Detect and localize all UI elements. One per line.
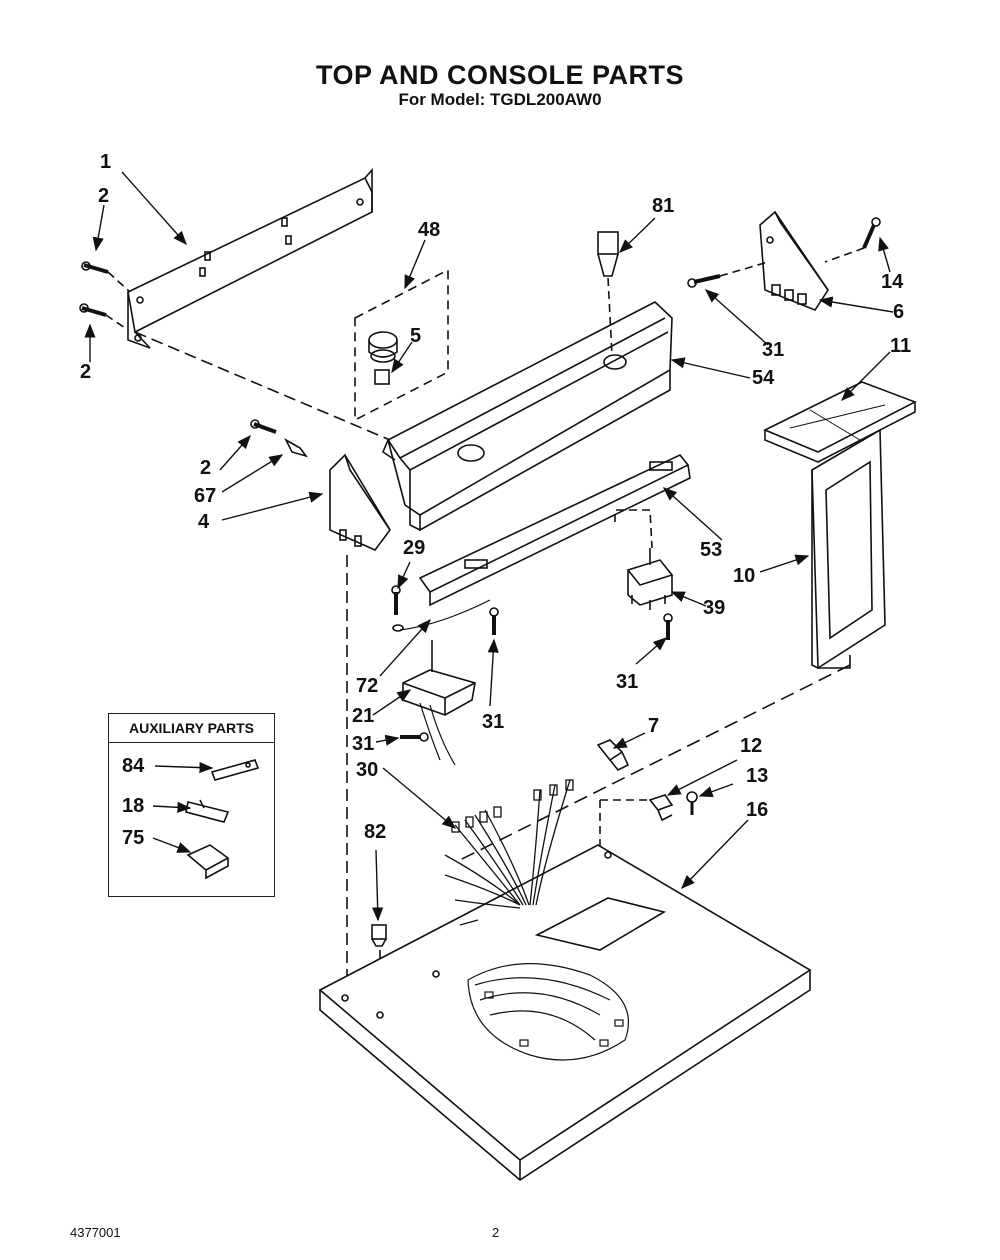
screw-14 — [862, 217, 881, 249]
part-53-support — [418, 454, 691, 607]
screw-2-cap — [250, 419, 277, 434]
callout-75: 75 — [122, 827, 145, 849]
callout-18: 18 — [122, 795, 145, 817]
part-39-switch — [626, 548, 674, 610]
part-16-top-panel — [318, 844, 812, 1181]
callout-82: 82 — [364, 821, 387, 843]
part-21-timer — [402, 640, 476, 766]
part-30-harness — [444, 779, 574, 926]
clip-67 — [284, 437, 309, 458]
page-number: 2 — [492, 1225, 500, 1240]
callout-29: 29 — [403, 537, 426, 559]
callout-81: 81 — [652, 195, 675, 217]
part-81-button — [597, 231, 619, 277]
part-10-lint-screen — [811, 428, 886, 670]
callout-2-upper: 2 — [98, 185, 110, 207]
part-82-plug — [371, 924, 387, 947]
callout-10: 10 — [733, 565, 756, 587]
screw-2-lower — [79, 303, 107, 317]
callout-7: 7 — [648, 715, 660, 737]
callout-2-cap: 2 — [200, 457, 212, 479]
screw-31-timer — [400, 732, 429, 742]
part-1-rear-bracket — [127, 167, 373, 349]
part-84-terminal — [210, 759, 260, 781]
callout-4: 4 — [198, 511, 210, 533]
callout-16: 16 — [746, 799, 769, 821]
callout-31-switch: 31 — [616, 671, 639, 693]
part-4-end-cap — [329, 453, 391, 551]
callout-21: 21 — [352, 705, 375, 727]
screw-2-upper — [81, 261, 109, 274]
callout-48: 48 — [418, 219, 441, 241]
screw-29 — [391, 585, 404, 632]
callout-84: 84 — [122, 755, 145, 777]
callout-14: 14 — [881, 271, 904, 293]
callout-31-bracket: 31 — [762, 339, 785, 361]
auxiliary-parts-title: AUXILIARY PARTS — [129, 720, 254, 736]
part-5-knob — [368, 331, 398, 385]
screw-13 — [686, 791, 698, 815]
callout-53: 53 — [700, 539, 723, 561]
part-48-kit-outline — [354, 268, 449, 422]
callout-5: 5 — [410, 325, 422, 347]
callout-11: 11 — [890, 335, 912, 357]
auxiliary-parts-box: AUXILIARY PARTS — [108, 713, 275, 897]
harness-on-top-panel — [467, 963, 629, 1061]
callout-1: 1 — [100, 151, 112, 173]
part-54-console-panel — [382, 301, 673, 532]
part-6-bracket — [759, 210, 829, 311]
page-title: TOP AND CONSOLE PARTS — [315, 60, 685, 90]
callout-31-timer: 31 — [352, 733, 375, 755]
callout-39: 39 — [703, 597, 726, 619]
callout-13: 13 — [746, 765, 769, 787]
auxiliary-divider — [109, 742, 274, 743]
model-subtitle: For Model: TGDL200AW0 — [398, 90, 602, 109]
callout-30: 30 — [356, 759, 379, 781]
screw-31-support — [489, 607, 499, 635]
callout-12: 12 — [740, 735, 763, 757]
callout-72: 72 — [356, 675, 379, 697]
callout-54: 54 — [752, 367, 775, 389]
callout-31-support: 31 — [482, 711, 505, 733]
callout-67: 67 — [194, 485, 217, 507]
part-12-latch — [648, 794, 674, 822]
wire-72 — [399, 599, 491, 631]
callout-6: 6 — [893, 301, 905, 323]
document-number: 4377001 — [70, 1225, 121, 1240]
part-7-connector — [596, 739, 630, 772]
screw-31-bracket — [687, 274, 721, 288]
callout-2-lower: 2 — [80, 361, 92, 383]
part-75-connector — [186, 844, 230, 880]
screw-31-switch — [663, 613, 673, 640]
part-11-cover — [763, 381, 917, 463]
